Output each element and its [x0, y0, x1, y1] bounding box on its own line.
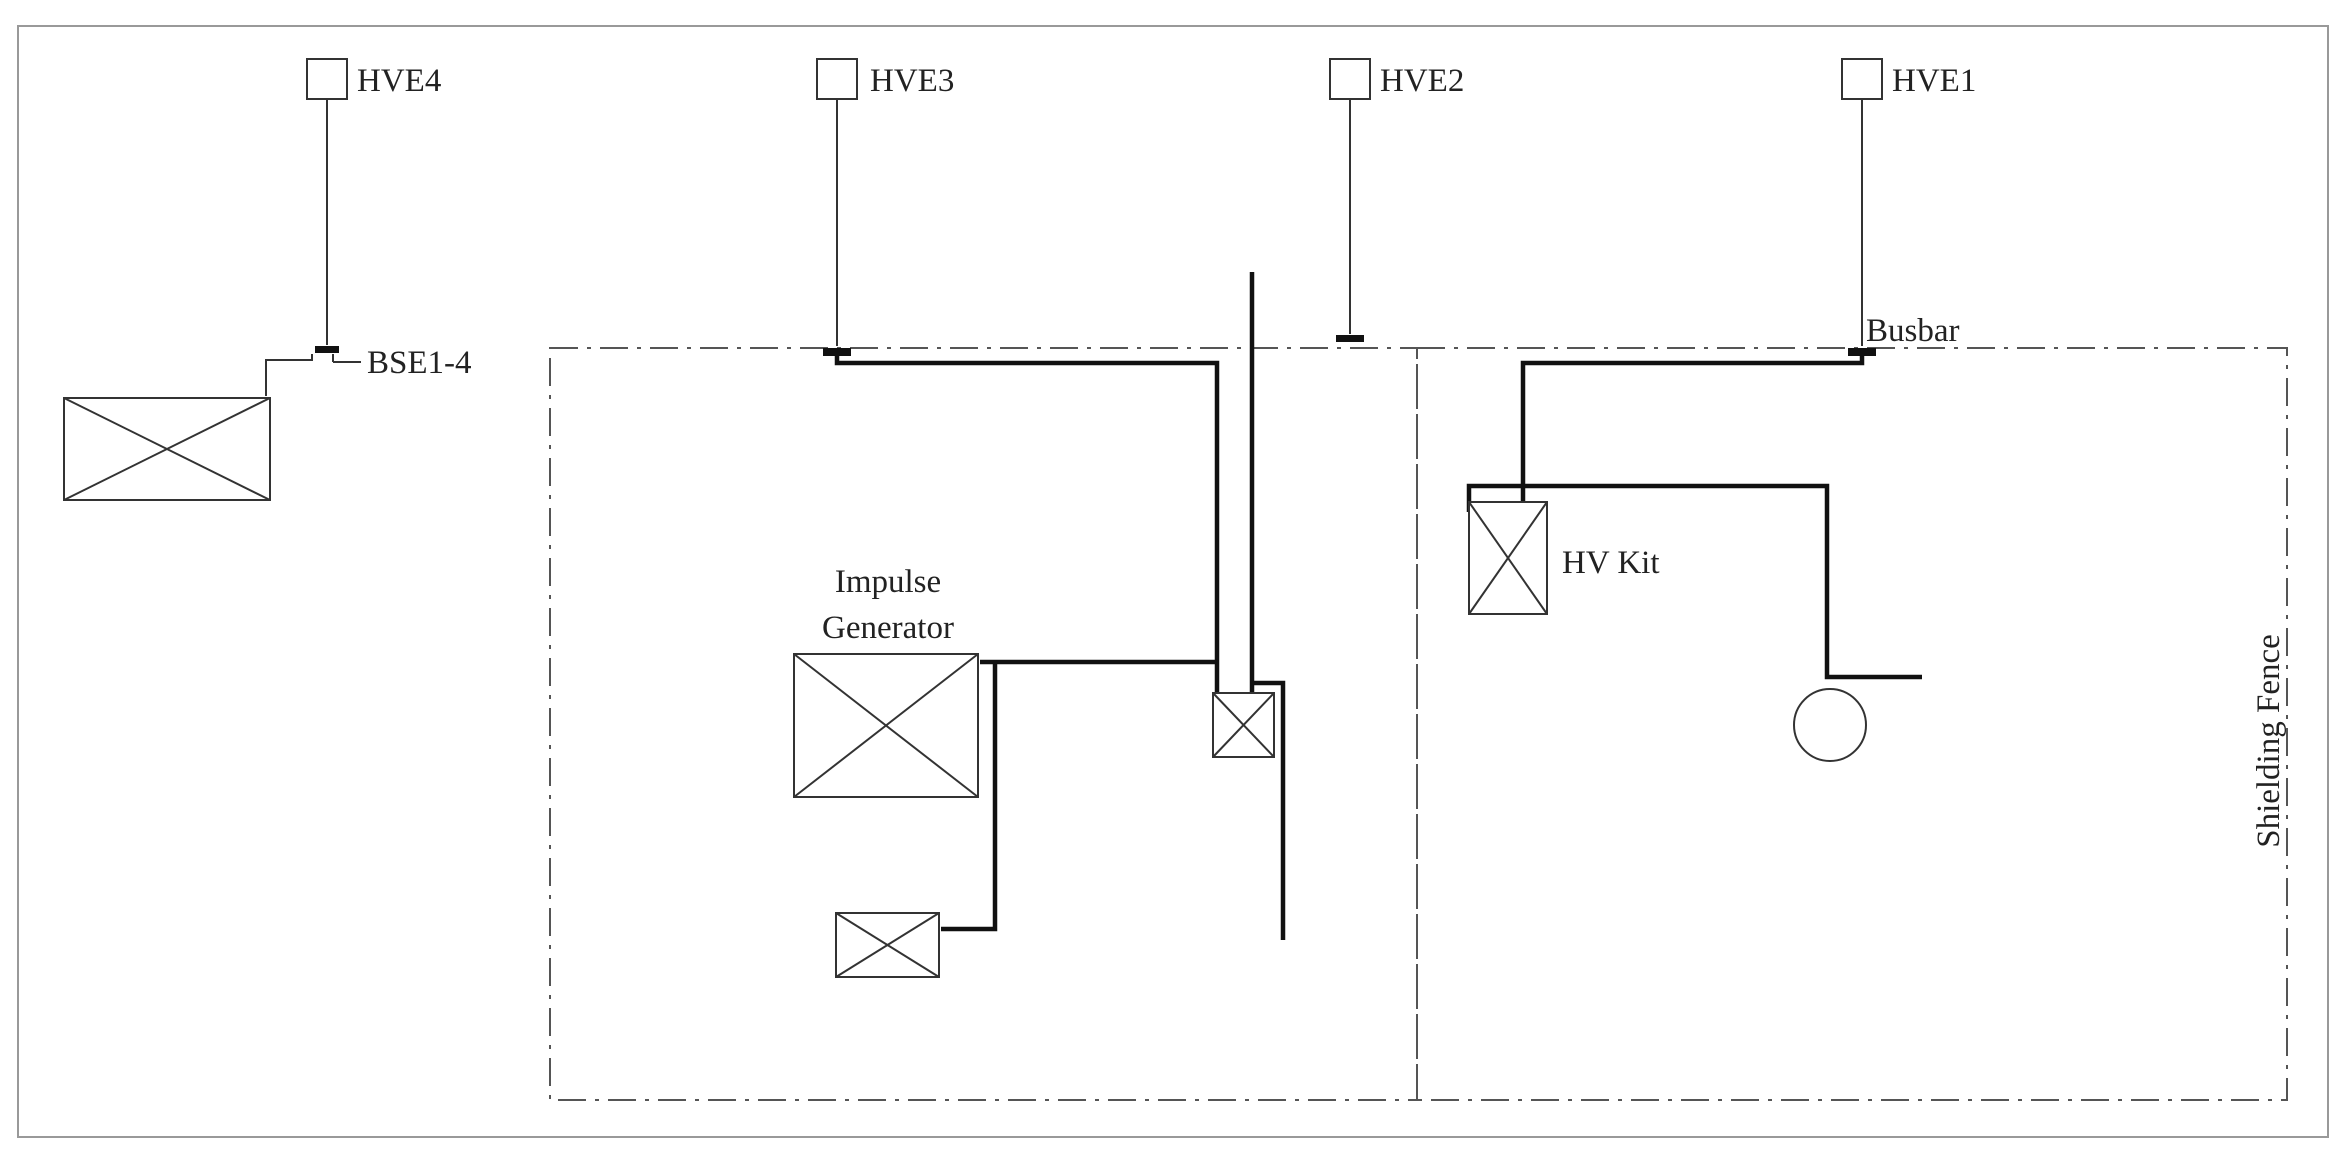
hve4-pad — [315, 346, 339, 353]
hve1-label: HVE1 — [1892, 63, 1976, 99]
hve1-pad — [1848, 348, 1876, 356]
hve3-bus-line — [834, 355, 1220, 693]
hv-kit-label: HV Kit — [1562, 545, 1660, 581]
hve2-box — [1329, 58, 1371, 100]
shielding-fence-label: Shielding Fence — [2251, 634, 2287, 848]
outer-frame — [17, 25, 2329, 1138]
generator-ground-line — [941, 662, 998, 932]
hve4-sensor: HVE4 — [306, 58, 441, 353]
hve1-sensor: HVE1 — [1841, 58, 1976, 356]
voltage-divider-cross-b — [1212, 692, 1275, 758]
impulse-generator-label-line2: Generator — [822, 610, 954, 646]
hve3-pad — [823, 348, 851, 356]
hve4-box — [306, 58, 348, 100]
impulse-circuit: Impulse Generator — [793, 272, 1286, 978]
hve4-label: HVE4 — [357, 63, 441, 99]
hve3-sensor: HVE3 — [816, 58, 954, 356]
hve1-box — [1841, 58, 1883, 100]
busbar-line — [1520, 355, 1865, 502]
left-enclosure — [549, 347, 1418, 1101]
bse-equipment: BSE1-4 — [63, 345, 472, 501]
bse-wire — [265, 354, 313, 396]
hv-kit-circuit: Busbar HV Kit — [1466, 313, 1960, 762]
hve2-label: HVE2 — [1380, 63, 1464, 99]
test-object-circle — [1793, 688, 1867, 762]
bse-label: BSE1-4 — [367, 345, 472, 381]
bse-unit-cross-b — [63, 397, 271, 501]
hve2-pad — [1336, 335, 1364, 342]
hve3-label: HVE3 — [870, 63, 954, 99]
hve3-box — [816, 58, 858, 100]
control-unit-cross-b — [835, 912, 940, 978]
busbar-label: Busbar — [1866, 313, 1960, 349]
shielding-fence-enclosure — [549, 347, 2288, 1101]
hv-kit-cross-b — [1468, 501, 1548, 615]
divider-return-line — [1253, 680, 1286, 940]
impulse-generator-label-line1: Impulse — [835, 564, 941, 600]
hve2-sensor: HVE2 — [1329, 58, 1464, 342]
hv-kit-loop-line — [1466, 483, 1922, 680]
impulse-generator-cross-b — [793, 653, 979, 798]
right-enclosure — [1416, 347, 2288, 1101]
